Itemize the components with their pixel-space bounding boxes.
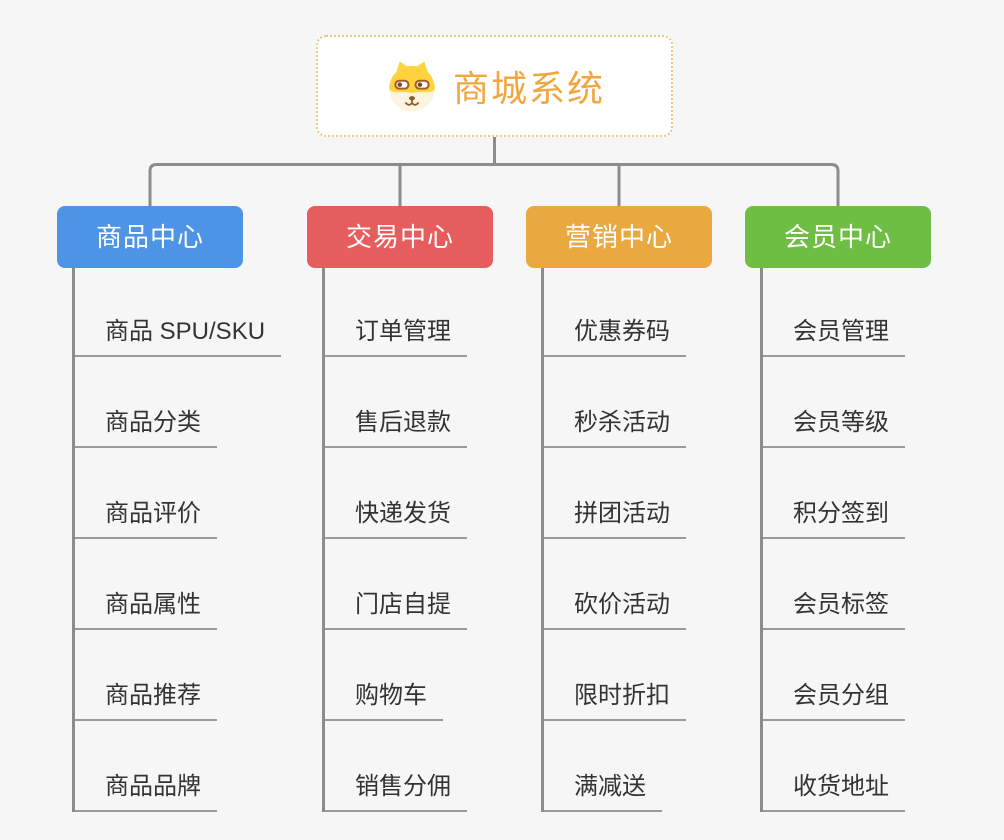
leaf-item[interactable]: 购物车: [325, 682, 443, 721]
leaf-column-trade: 订单管理 售后退款 快递发货 门店自提 购物车 销售分佣: [322, 268, 467, 812]
leaf-item[interactable]: 拼团活动: [544, 500, 686, 539]
branch-node-trade-center[interactable]: 交易中心: [307, 206, 493, 268]
leaf-item[interactable]: 商品推荐: [75, 682, 217, 721]
leaf-item[interactable]: 商品分类: [75, 409, 217, 448]
leaf-item[interactable]: 收货地址: [763, 773, 905, 812]
leaf-item[interactable]: 商品品牌: [75, 773, 217, 812]
root-node[interactable]: 商城系统: [316, 35, 673, 137]
leaf-item[interactable]: 售后退款: [325, 409, 467, 448]
leaf-item[interactable]: 会员标签: [763, 591, 905, 630]
leaf-column-marketing: 优惠券码 秒杀活动 拼团活动 砍价活动 限时折扣 满减送: [541, 268, 686, 812]
root-title: 商城系统: [452, 68, 605, 109]
leaf-item[interactable]: 会员分组: [763, 682, 905, 721]
leaf-item[interactable]: 商品属性: [75, 591, 217, 630]
leaf-item[interactable]: 订单管理: [325, 318, 467, 357]
leaf-item[interactable]: 优惠券码: [544, 318, 686, 357]
leaf-item[interactable]: 快递发货: [325, 500, 467, 539]
branch-node-product-center[interactable]: 商品中心: [57, 206, 243, 268]
leaf-item[interactable]: 门店自提: [325, 591, 467, 630]
leaf-item[interactable]: 限时折扣: [544, 682, 686, 721]
leaf-item[interactable]: 商品评价: [75, 500, 217, 539]
shiba-dog-icon: [389, 61, 435, 112]
leaf-item[interactable]: 砍价活动: [544, 591, 686, 630]
leaf-item[interactable]: 会员等级: [763, 409, 905, 448]
leaf-column-member: 会员管理 会员等级 积分签到 会员标签 会员分组 收货地址: [760, 268, 905, 812]
leaf-item[interactable]: 会员管理: [763, 318, 905, 357]
branch-node-marketing-center[interactable]: 营销中心: [526, 206, 712, 268]
leaf-item[interactable]: 积分签到: [763, 500, 905, 539]
leaf-item[interactable]: 满减送: [544, 773, 662, 812]
leaf-column-product: 商品 SPU/SKU 商品分类 商品评价 商品属性 商品推荐 商品品牌: [72, 268, 282, 812]
leaf-item[interactable]: 商品 SPU/SKU: [75, 318, 282, 357]
leaf-item[interactable]: 销售分佣: [325, 773, 467, 812]
branch-node-member-center[interactable]: 会员中心: [745, 206, 931, 268]
leaf-item[interactable]: 秒杀活动: [544, 409, 686, 448]
